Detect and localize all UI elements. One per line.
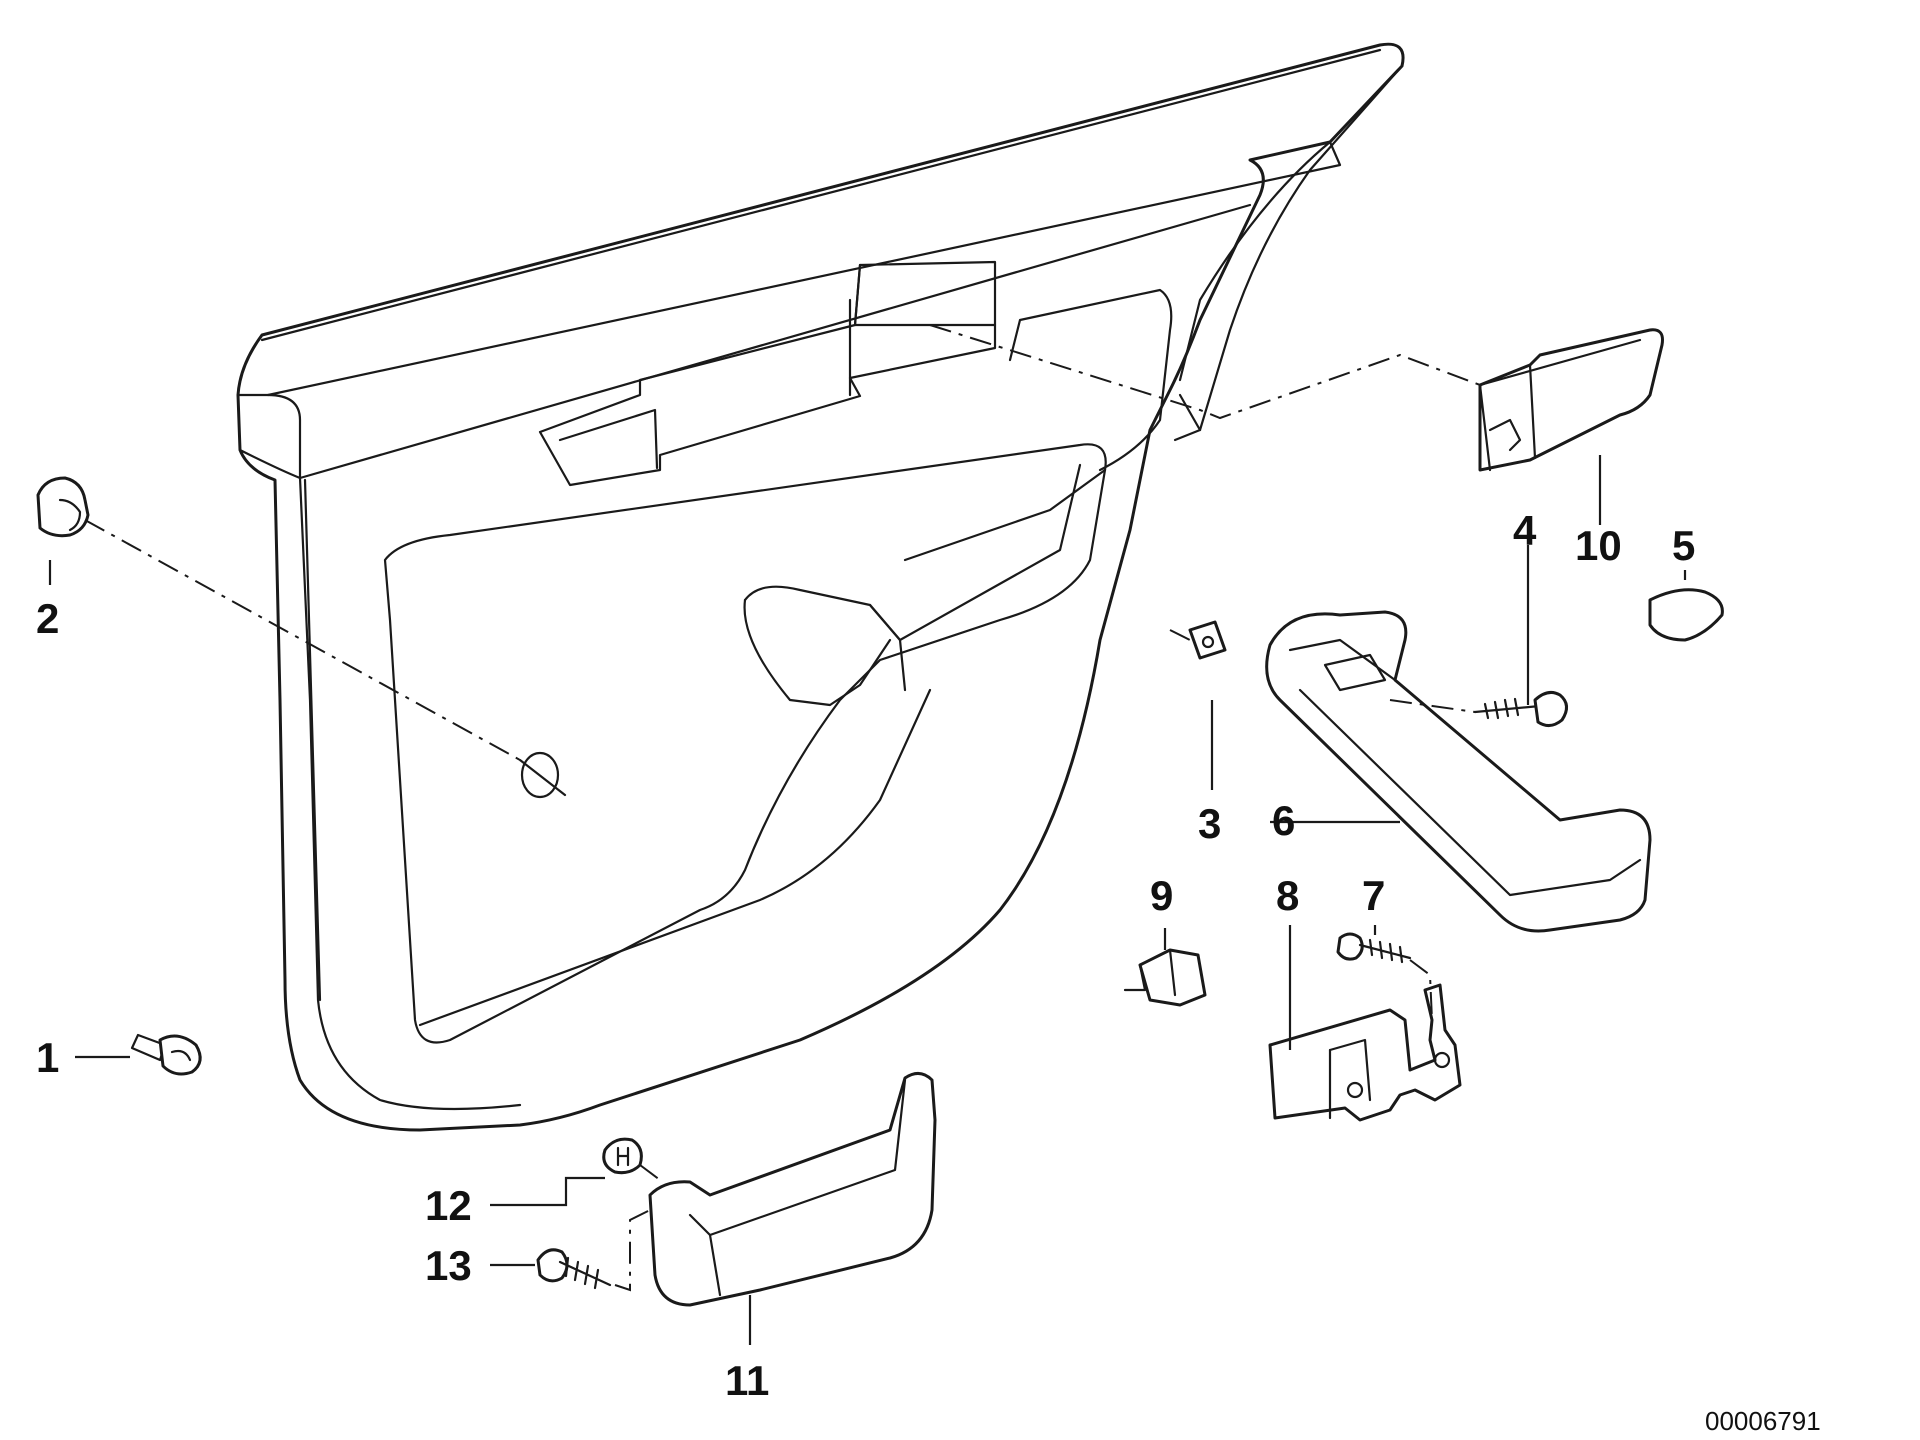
part-11-lower-handle [648,1072,937,1307]
part-4-screw [1473,690,1568,727]
part-3-clip [1188,620,1227,660]
part-6-pull-handle [1265,610,1652,933]
callout-11: 11 [725,1357,769,1404]
diagram-reference-number: 00006791 [1705,1406,1821,1436]
callout-6: 6 [1272,797,1295,844]
callout-12: 12 [425,1182,472,1229]
assembly-lines [84,324,1481,1292]
part-2-rivet [36,476,90,538]
callout-7: 7 [1362,872,1385,919]
callout-9: 9 [1150,872,1173,919]
part-1-push-clip [130,1033,202,1076]
part-10-bezel [1478,328,1664,472]
part-8-bracket [1268,983,1462,1122]
callout-2: 2 [36,595,59,642]
part-7-screw [1336,932,1412,964]
callout-13: 13 [425,1242,472,1289]
callout-4: 4 [1513,507,1537,554]
part-13-screw [536,1248,612,1290]
rivet-hole-marker [518,751,567,799]
door-trim-panel [236,42,1405,1132]
callout-3: 3 [1198,800,1221,847]
callout-labels: 1 2 3 4 5 6 7 8 9 10 11 12 13 00006791 [36,507,1821,1436]
part-9-clip [1123,948,1207,1007]
callout-8: 8 [1276,872,1299,919]
leader-lines [48,455,1687,1345]
part-5-cap [1648,588,1724,642]
callout-10: 10 [1575,522,1622,569]
part-12-cover [602,1137,643,1175]
callout-1: 1 [36,1034,59,1081]
callout-5: 5 [1672,522,1695,569]
